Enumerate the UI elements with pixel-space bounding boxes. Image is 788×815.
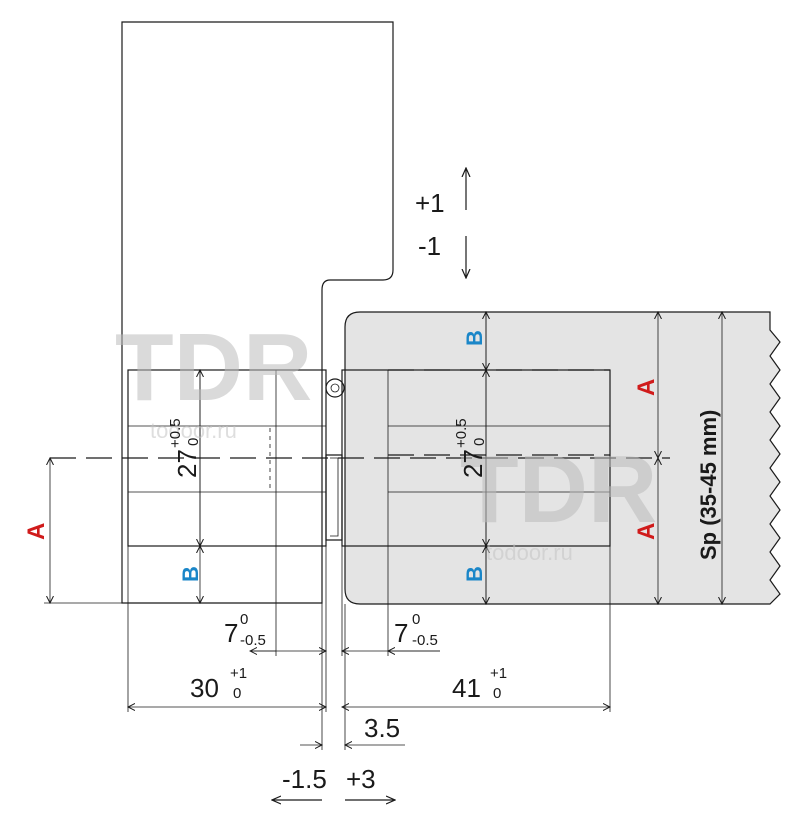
label-b-right-top: B [462, 330, 487, 346]
dimension-text: 0 [471, 438, 488, 446]
label-a-left: A [23, 523, 50, 540]
door-frame [121, 21, 394, 604]
label-b-right-bottom: B [462, 566, 487, 582]
dim-plus-1: +1 [415, 188, 445, 218]
dimension-text: +1 [230, 665, 247, 682]
watermark-site-left: todoor.ru [150, 418, 237, 443]
dimension-text: 0 [185, 438, 202, 446]
dimension-text: -0.5 [412, 632, 438, 649]
dimension-text: 7 [224, 618, 238, 648]
dimension-text: 0 [412, 611, 420, 628]
dim-3-5: 3.5 [364, 713, 400, 743]
dim-a-left [44, 458, 122, 603]
dimension-text: 7 [394, 618, 408, 648]
hinge-knuckle [325, 378, 345, 541]
dimension-text: 27 [458, 449, 488, 478]
dimension-text: +0.5 [453, 418, 470, 448]
dimension-text: 0 [233, 685, 241, 702]
dim-plus-3: +3 [346, 764, 376, 794]
dim-27-left: 27 +0.5 0 [167, 418, 202, 478]
watermark: TDR TDR todoor.ru todoor.ru [115, 314, 657, 565]
dim-a-right [610, 312, 670, 604]
label-a-right-bottom: A [633, 523, 660, 540]
dimension-text: 0 [493, 685, 501, 702]
watermark-logo-left: TDR [115, 314, 312, 421]
dim-minus-1: -1 [418, 231, 441, 261]
watermark-logo-right: TDR [460, 436, 657, 543]
dim-30: 30 +1 0 [190, 665, 247, 703]
dim-7-right: 7 0 -0.5 [394, 611, 438, 649]
dimension-text: 41 [452, 673, 481, 703]
dimension-text: -0.5 [240, 632, 266, 649]
dim-27-right: 27 +0.5 0 [453, 418, 488, 478]
dim-41: 41 +1 0 [452, 665, 507, 703]
dimension-text: +0.5 [167, 418, 184, 448]
dim-7-left: 7 0 -0.5 [224, 611, 266, 649]
dimension-text: +1 [490, 665, 507, 682]
dimension-text: 27 [172, 449, 202, 478]
label-b-left: B [178, 566, 203, 582]
label-sp: Sp (35-45 mm) [696, 410, 721, 560]
dim-minus-1-5: -1.5 [282, 764, 327, 794]
dimension-text: 30 [190, 673, 219, 703]
extension-lines [127, 546, 611, 750]
dimension-text: 0 [240, 611, 248, 628]
watermark-site-right: todoor.ru [486, 540, 573, 565]
label-a-right-top: A [633, 379, 660, 396]
